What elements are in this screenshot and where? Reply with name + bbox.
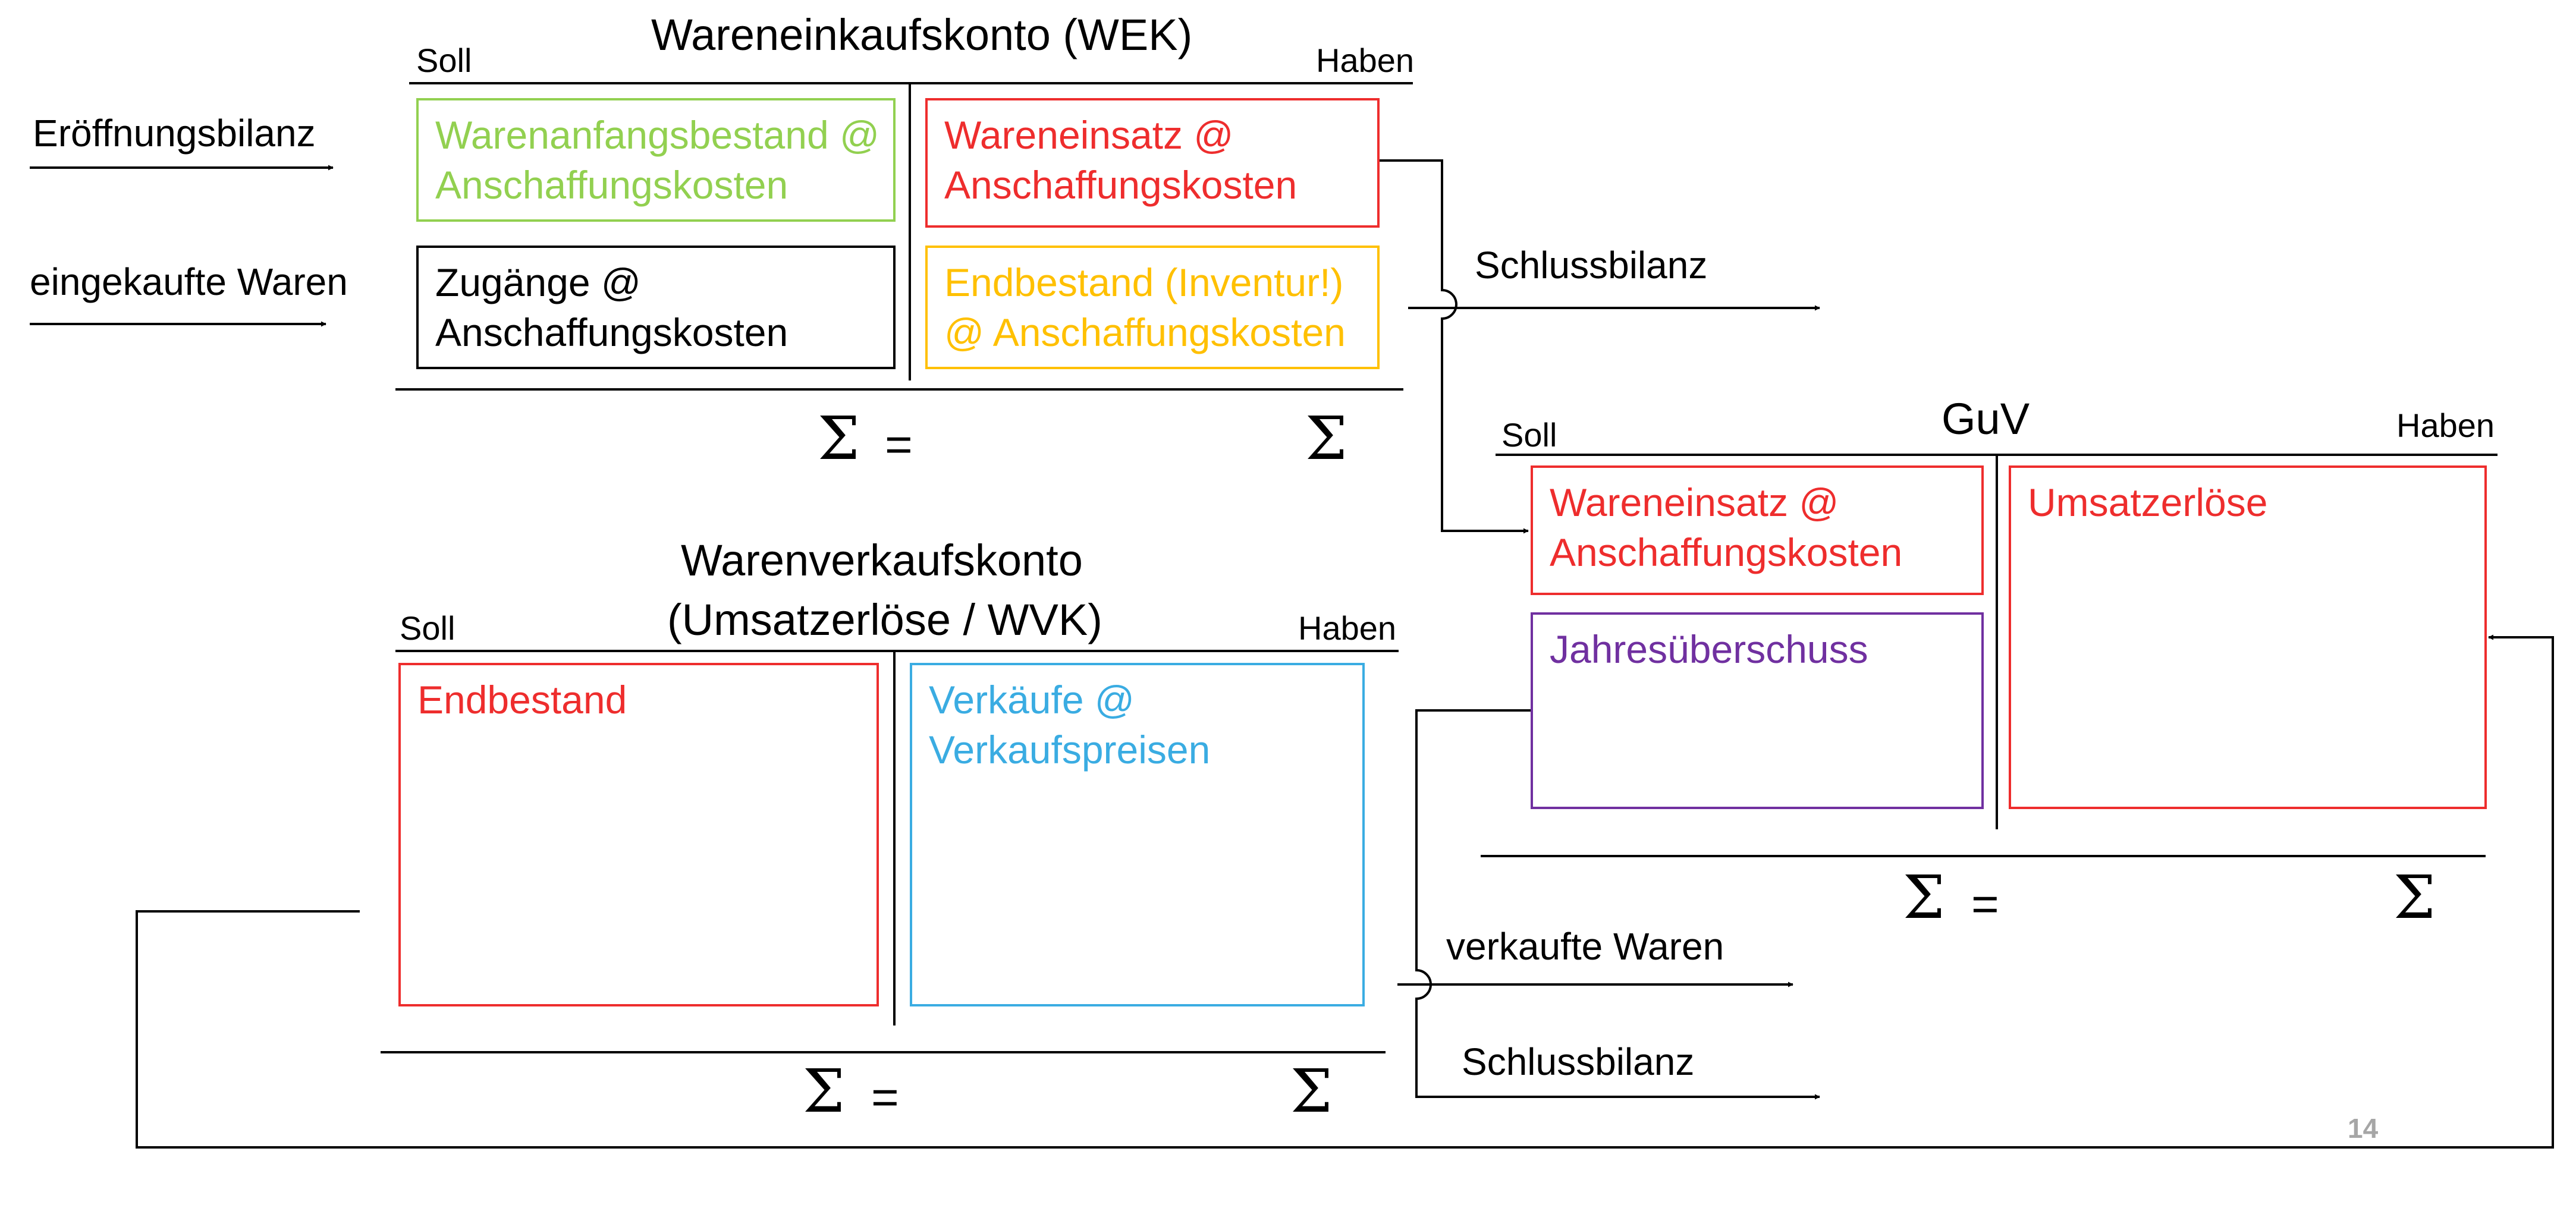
- wek-haben-label: Haben: [1316, 42, 1415, 79]
- guv-jahresueberschuss-text: Jahresüberschuss: [1550, 627, 1868, 671]
- wek-box-endbestand: Endbestand (Inventur!) @ Anschaffungskos…: [925, 246, 1380, 369]
- arrow-umsatz-loop: [136, 634, 2554, 1149]
- guv-sum-right: Σ: [2393, 863, 2436, 932]
- guv-haben-label: Haben: [2396, 407, 2495, 444]
- wek-sum-equals: =: [885, 418, 913, 471]
- label-schlussbilanz-wek: Schlussbilanz: [1475, 244, 1708, 287]
- wek-soll-label: Soll: [416, 42, 472, 79]
- wvk-title-line2: (Umsatzerlöse / WVK): [667, 595, 1102, 644]
- arrow-wareneinsatz-to-guv: [1380, 159, 1529, 534]
- wek-box-zugaenge: Zugänge @ Anschaffungskosten: [416, 246, 896, 369]
- page-number: 14: [2348, 1113, 2379, 1144]
- wvk-sum-equals: =: [871, 1071, 899, 1124]
- wvk-endbestand-text: Endbestand: [417, 678, 627, 722]
- guv-umsatzerloese-text: Umsatzerlöse: [2028, 480, 2268, 524]
- guv-box-jahresueberschuss: Jahresüberschuss: [1531, 612, 1984, 809]
- label-verkaufte-waren: verkaufte Waren: [1446, 925, 1724, 968]
- guv-wareneinsatz-text: Wareneinsatz @ Anschaffungskosten: [1550, 480, 1903, 575]
- wek-box-wareneinsatz: Wareneinsatz @ Anschaffungskosten: [925, 98, 1380, 228]
- wek-sum-right: Σ: [1305, 404, 1347, 473]
- guv-title: GuV: [1942, 394, 2030, 443]
- guv-box-wareneinsatz: Wareneinsatz @ Anschaffungskosten: [1531, 465, 1984, 595]
- wvk-sum-left: Σ: [803, 1056, 845, 1126]
- wek-anfangsbestand-text: Warenanfangsbestand @ Anschaffungskosten: [435, 113, 880, 207]
- wvk-box-verkaeufe: Verkäufe @ Verkaufspreisen: [910, 663, 1365, 1006]
- wvk-sum-right: Σ: [1290, 1056, 1333, 1126]
- wek-sum-left: Σ: [818, 404, 860, 473]
- wek-box-anfangsbestand: Warenanfangsbestand @ Anschaffungskosten: [416, 98, 896, 222]
- wvk-haben-label: Haben: [1298, 609, 1397, 647]
- wek-endbestand-text: Endbestand (Inventur!) @ Anschaffungskos…: [944, 260, 1346, 355]
- guv-box-umsatzerloese: Umsatzerlöse: [2009, 465, 2487, 809]
- label-eroeffnungsbilanz: Eröffnungsbilanz: [33, 112, 316, 155]
- guv-sum-equals: =: [1971, 877, 1999, 930]
- label-schlussbilanz-wvk: Schlussbilanz: [1462, 1040, 1695, 1083]
- wvk-box-endbestand: Endbestand: [398, 663, 879, 1006]
- wvk-verkaeufe-text: Verkäufe @ Verkaufspreisen: [929, 678, 1211, 772]
- guv-sum-left: Σ: [1903, 863, 1945, 932]
- label-eingekaufte-waren: eingekaufte Waren: [30, 260, 348, 303]
- wvk-soll-label: Soll: [400, 609, 455, 647]
- wek-wareneinsatz-text: Wareneinsatz @ Anschaffungskosten: [944, 113, 1298, 207]
- guv-soll-label: Soll: [1501, 416, 1557, 454]
- wvk-title-line1: Warenverkaufskonto: [681, 536, 1083, 585]
- wek-title: Wareneinkaufskonto (WEK): [651, 10, 1193, 59]
- wek-zugaenge-text: Zugänge @ Anschaffungskosten: [435, 260, 788, 355]
